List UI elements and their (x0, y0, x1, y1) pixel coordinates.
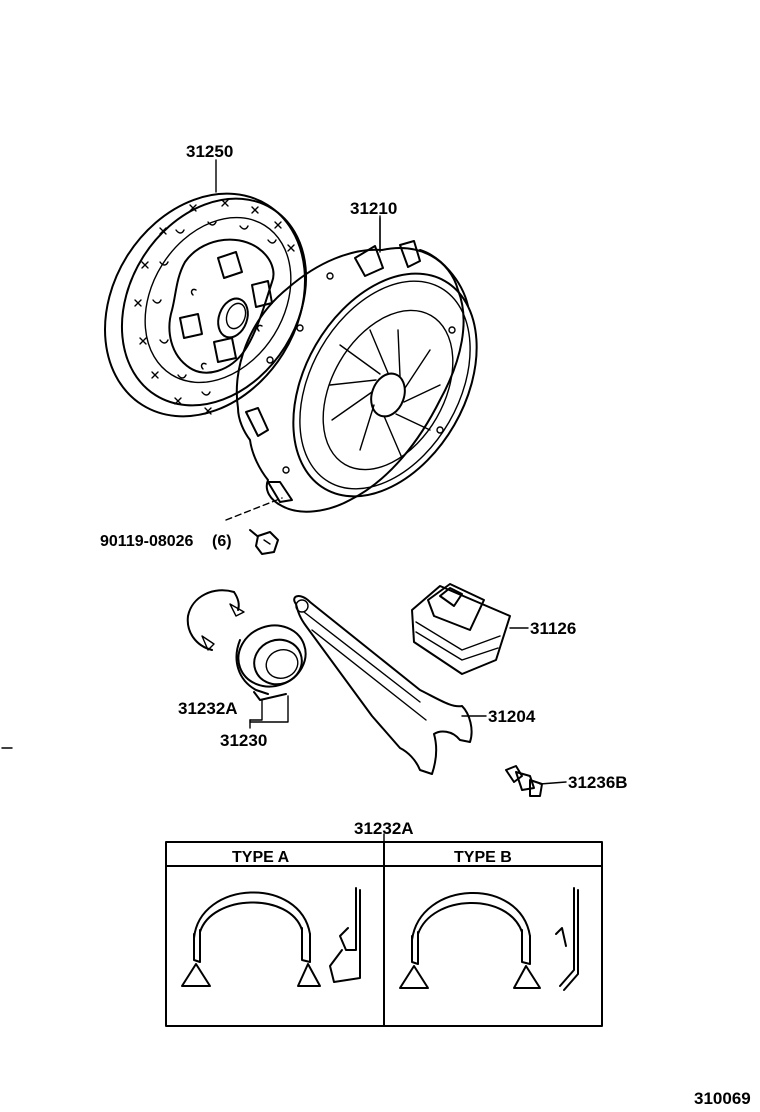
release-fork-drawing (293, 595, 473, 775)
label-31232a-table: 31232A (354, 819, 414, 838)
figure-number: 310069 (694, 1089, 751, 1108)
label-31210: 31210 (350, 199, 397, 218)
label-bolt-part-number: 90119-08026 (100, 533, 194, 550)
table-header-type-a: TYPE A (232, 849, 290, 866)
table-header-type-b: TYPE B (454, 849, 512, 866)
release-bearing-drawing (186, 589, 307, 701)
label-31126: 31126 (530, 619, 576, 638)
leader-lines (215, 159, 529, 863)
clip-types-table (165, 841, 603, 1027)
label-31230: 31230 (220, 731, 267, 750)
label-31204: 31204 (488, 707, 536, 726)
bolt-drawing (225, 497, 283, 555)
label-bolt-quantity: (6) (212, 533, 232, 550)
clutch-disc-drawing (104, 192, 308, 418)
fork-support-drawing (505, 765, 567, 797)
boot-drawing (411, 583, 511, 675)
clip-type-a-drawing (181, 887, 361, 987)
clip-type-b-drawing (399, 887, 579, 991)
clutch-cover-drawing (235, 217, 478, 513)
label-31232a-clip: 31232A (178, 699, 238, 718)
label-31250: 31250 (186, 142, 233, 161)
label-31236b: 31236B (568, 773, 628, 792)
